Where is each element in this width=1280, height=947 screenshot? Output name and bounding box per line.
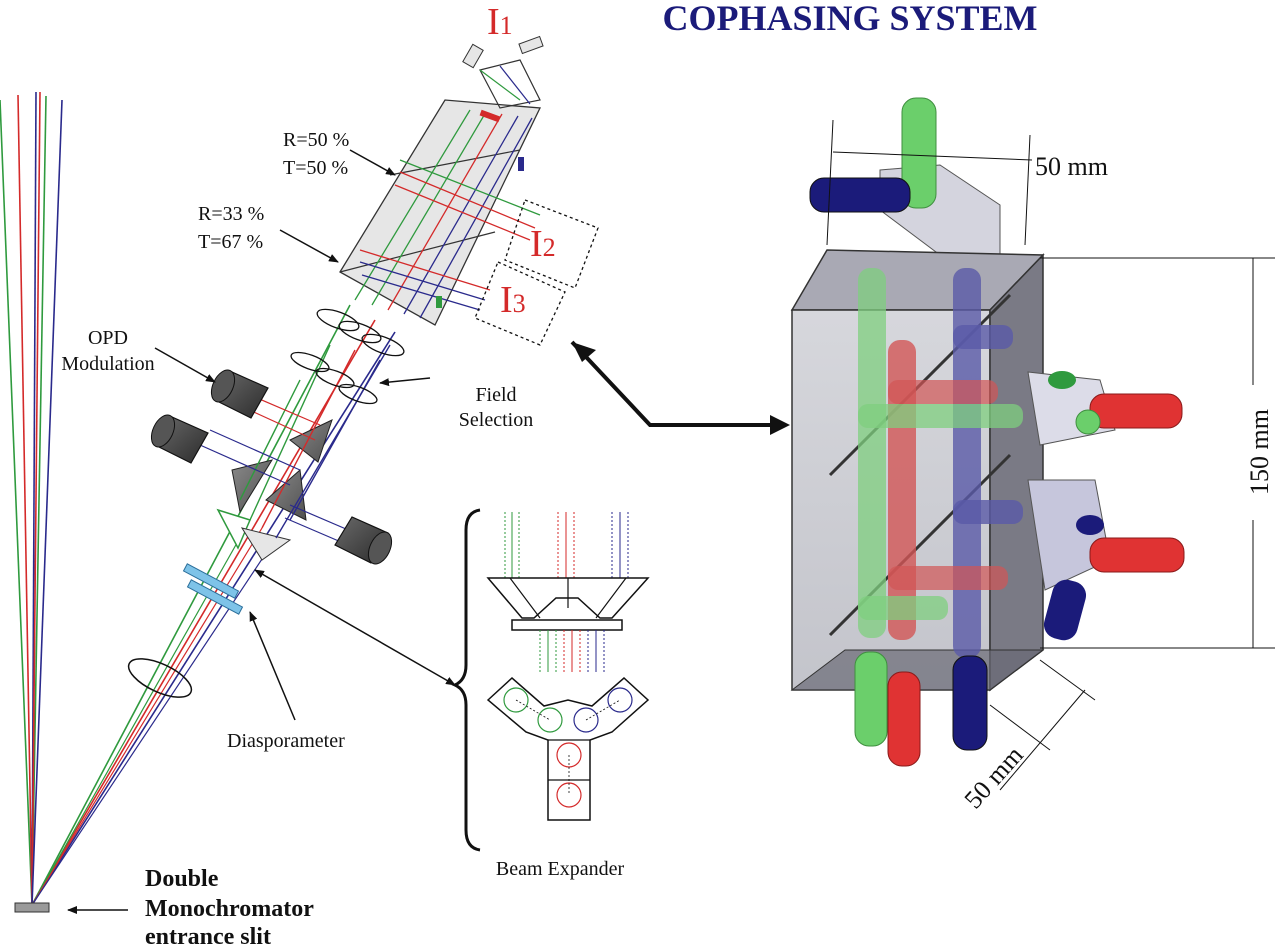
opd-arrow: [154, 347, 216, 383]
connect-arrow-head-left: [572, 342, 596, 362]
opd-motor-left-icon: [150, 414, 209, 464]
opd-motor-right-icon: [334, 516, 393, 565]
slit-label-line3: entrance slit: [145, 924, 271, 947]
port-i2-label: I2: [530, 223, 556, 265]
field-label-line2: Selection: [459, 409, 533, 431]
slit-label-line2: Monochromator: [145, 896, 314, 922]
port-i3-label: I3: [500, 279, 526, 321]
beamsplitter-block: [339, 99, 541, 326]
opd-label-line2: Modulation: [61, 353, 154, 375]
height-dimension: 150 mm: [1245, 409, 1274, 495]
connect-arrow-head-right: [770, 415, 790, 435]
diasporameter-icon: [182, 563, 244, 615]
collimator-lens: [127, 658, 193, 698]
opd-label-line1: OPD: [88, 327, 128, 349]
bs2-transmit: T=67 %: [198, 231, 263, 253]
connect-arrow-line: [570, 340, 780, 427]
bs2-arrow: [279, 229, 339, 263]
beam-expander-inset: [451, 508, 650, 852]
field-selection-lenses: [290, 308, 405, 405]
bs2-reflect: R=33 %: [198, 203, 264, 225]
bs1-reflect: R=50 %: [283, 129, 349, 151]
cophasing-3d-block: [790, 97, 1185, 767]
diasporameter-label: Diasporameter: [227, 730, 345, 752]
beam-expander-label: Beam Expander: [496, 858, 625, 880]
slit-label-line1: Double: [145, 866, 219, 892]
width-dimension: 50 mm: [1035, 152, 1108, 181]
port-i3-box: [474, 261, 566, 346]
bs1-transmit: T=50 %: [283, 157, 348, 179]
field-label-line1: Field: [475, 384, 516, 406]
opd-motor-upper-icon: [210, 369, 269, 419]
expander-link-arrow: [254, 569, 456, 686]
page-title: COPHASING SYSTEM: [662, 0, 1037, 38]
port-i1-label: I1: [487, 1, 513, 43]
diasporameter-arrow: [249, 611, 296, 721]
top-mirrors: [462, 35, 544, 109]
field-arrow: [379, 377, 431, 387]
depth-dimension: 50 mm: [959, 741, 1029, 815]
entrance-slit-icon: [14, 902, 50, 913]
dimension-lines: [826, 119, 1275, 791]
beam-fan: [0, 91, 396, 906]
bs1-arrow: [349, 149, 396, 176]
